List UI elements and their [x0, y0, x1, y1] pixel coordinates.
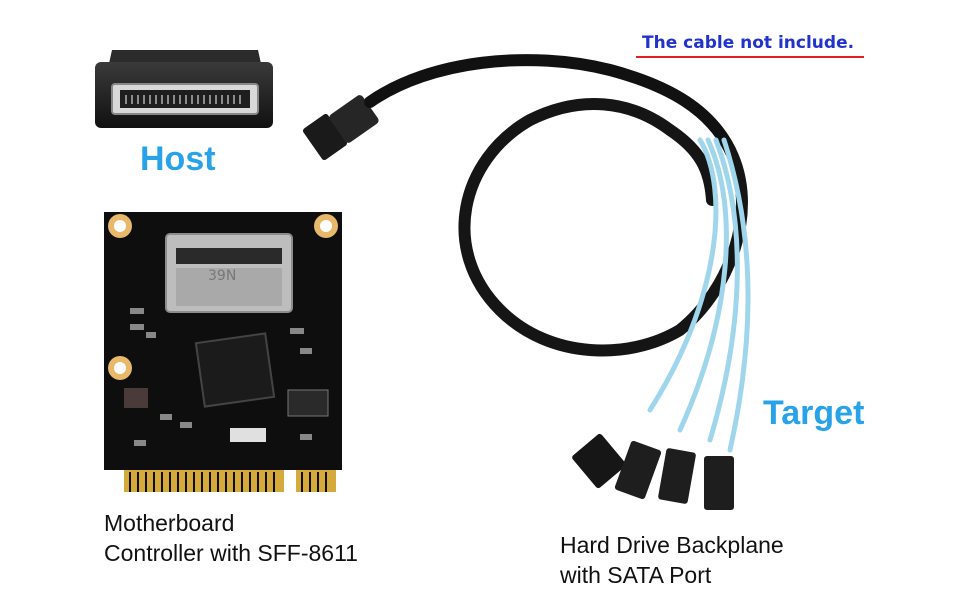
motherboard-caption: Motherboard Controller with SFF-8611	[104, 508, 358, 568]
caption-line-2: with SATA Port	[560, 562, 712, 588]
caption-line-1: Hard Drive Backplane	[560, 532, 784, 558]
notice-underline	[636, 56, 864, 58]
breakout-cable-icon	[302, 54, 751, 510]
cable-not-included-notice: The cable not include.	[636, 33, 864, 59]
caption-line-1: Motherboard	[104, 510, 235, 536]
host-label: Host	[140, 140, 216, 178]
target-label: Target	[763, 394, 865, 432]
caption-line-2: Controller with SFF-8611	[104, 540, 358, 566]
connector-marking: 39N	[208, 268, 236, 284]
backplane-caption: Hard Drive Backplane with SATA Port	[560, 530, 784, 590]
mini-pcie-card-icon: 39N	[104, 212, 342, 492]
sff-8611-connector-icon	[95, 50, 273, 128]
notice-text: The cable not include.	[642, 33, 855, 53]
